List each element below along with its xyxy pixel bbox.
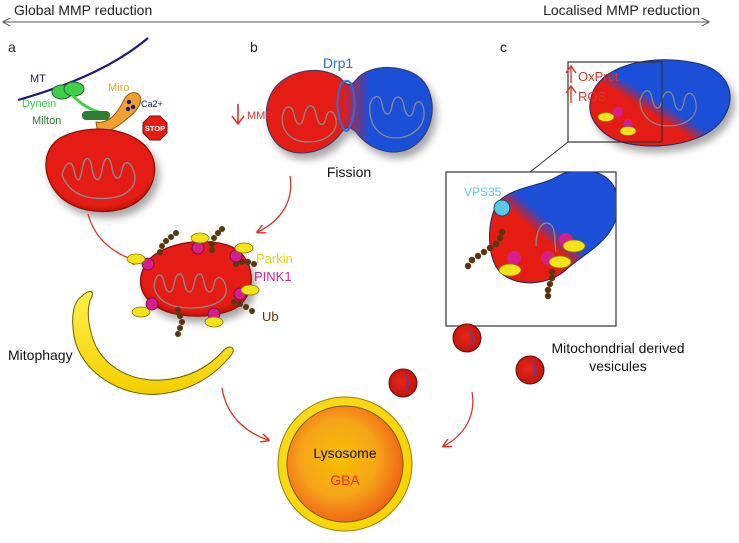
panel-letter-a: a (8, 39, 16, 55)
up-arrow-icon (565, 64, 577, 74)
panel-letter-c: c (500, 39, 507, 55)
parkin-inset (562, 239, 586, 253)
header-localised-mmp: Localised MMP reduction (543, 2, 700, 18)
up-arrow-icon (565, 84, 577, 94)
mdv-vesicle (452, 323, 482, 353)
label-pink1: PINK1 (254, 269, 292, 284)
header-global-mmp: Global MMP reduction (14, 2, 152, 18)
label-calcium: Ca2+ (141, 99, 163, 109)
label-dynein: Dynein (22, 98, 56, 110)
panel-letter-b: b (250, 39, 258, 55)
zoom-inset (445, 171, 617, 327)
cristae (61, 157, 136, 200)
mitochondrion-fission-b (265, 66, 433, 154)
cristae (639, 90, 697, 127)
label-ub: Ub (262, 309, 279, 324)
zoom-region-box (567, 61, 663, 143)
calcium-ion (126, 99, 132, 105)
mdv-vesicles (388, 323, 545, 398)
label-mdv-line2: vesicules (589, 358, 647, 374)
cristae (369, 95, 425, 139)
milton-adaptor (82, 111, 110, 120)
label-lysosome: Lysosome (313, 445, 377, 461)
ub-chain-inset (464, 228, 556, 300)
microtubule-line (17, 37, 149, 102)
label-mdv-line1: Mitochondrial derived (551, 340, 684, 356)
parkin-inset (498, 263, 522, 277)
label-oxprot: OxProt (578, 69, 619, 84)
label-stop: STOP (145, 124, 165, 133)
arrow-mitophagy-to-lysosome (221, 387, 268, 440)
mitochondrion-depolarised-a (45, 128, 156, 213)
mdv-vesicle (388, 368, 418, 398)
drp1-ring (336, 80, 356, 132)
label-mmp: MMP (247, 110, 273, 122)
parkin-inset (548, 255, 572, 269)
stop-sign-icon (142, 115, 168, 141)
arrow-b-to-parkin (258, 175, 292, 232)
pink1-inset (507, 251, 521, 265)
calcium-ion (125, 106, 131, 112)
zoom-connector-line (529, 141, 569, 173)
oxprot-ros-increase: OxProt ROS (565, 64, 619, 104)
panel-a-transport: MT Dynein Milton Miro Ca2+ STOP (17, 37, 168, 141)
label-ros: ROS (578, 89, 607, 104)
dynein-motor (51, 81, 85, 100)
lysosome (277, 396, 413, 532)
cristae (281, 105, 337, 143)
label-fission: Fission (327, 164, 371, 180)
label-mt: MT (30, 73, 46, 85)
label-parkin: Parkin (256, 251, 293, 266)
phagophore-membrane (72, 291, 234, 395)
mmp-gradient-axis: Global MMP reduction Localised MMP reduc… (4, 2, 708, 22)
mdv-vesicle (515, 355, 545, 385)
pink1-parkin-complex (126, 232, 260, 328)
mmp-decrease: MMP (231, 104, 273, 126)
label-miro: Miro (108, 82, 129, 94)
label-mitophagy: Mitophagy (8, 347, 73, 363)
vps35-protein (493, 199, 511, 217)
label-gba: GBA (330, 472, 360, 488)
down-arrow-icon (231, 115, 245, 126)
label-milton: Milton (32, 115, 61, 127)
cristae (153, 273, 227, 309)
label-vps35: VPS35 (464, 185, 502, 199)
calcium-ion (130, 104, 136, 110)
pink1-parkin-local (597, 107, 637, 136)
arrow-mdv-to-lysosome (444, 391, 474, 446)
label-drp1: Drp1 (323, 55, 354, 71)
